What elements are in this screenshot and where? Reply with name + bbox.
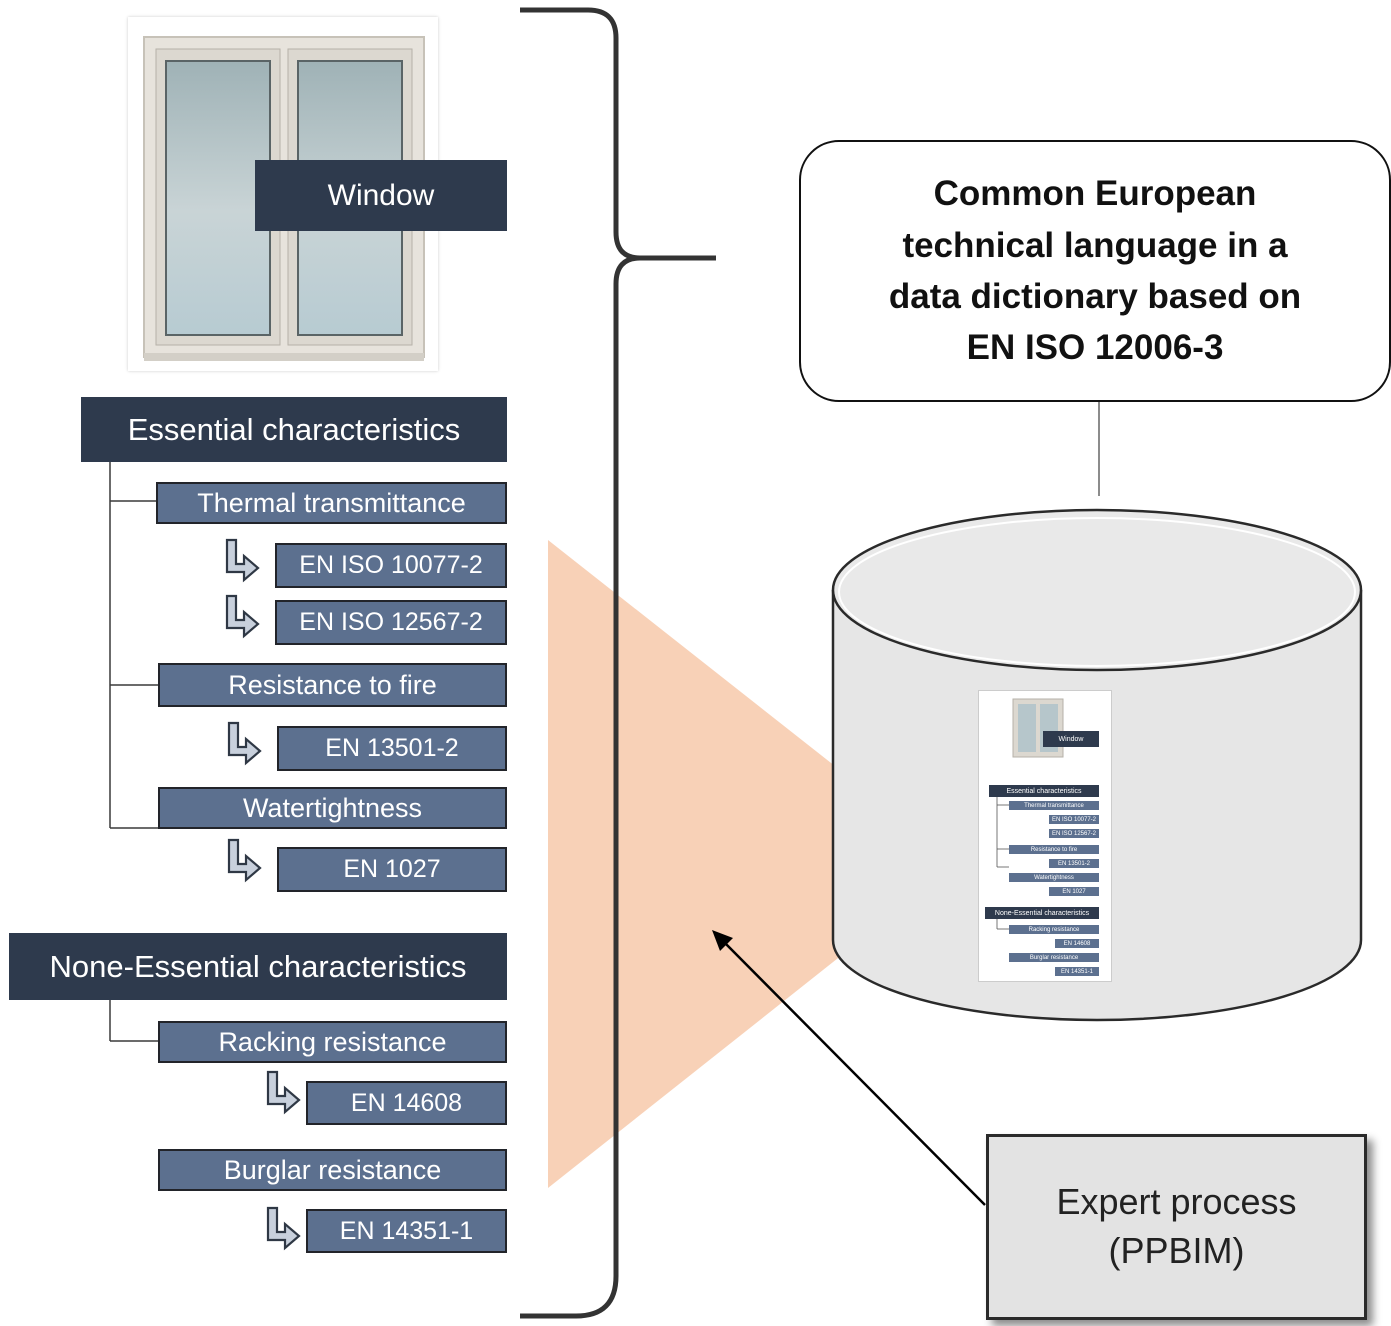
- thumbnail-item: Thermal transmittance: [1009, 801, 1099, 810]
- thumbnail-item: Burglar resistance: [1009, 953, 1099, 962]
- thumbnail-item: EN ISO 12567-2: [1049, 829, 1099, 838]
- standard-box: EN 13501-2: [277, 726, 507, 771]
- thumbnail-item: EN ISO 10077-2: [1049, 815, 1099, 824]
- resistance-to-fire-box: Resistance to fire: [158, 663, 507, 707]
- thumbnail-item: EN 14608: [1055, 939, 1099, 948]
- tree-lines: [109, 462, 158, 1042]
- expert-arrow: [721, 939, 986, 1206]
- standard-box: EN 14351-1: [306, 1209, 507, 1253]
- thumbnail-item: Resistance to fire: [1009, 845, 1099, 854]
- callout-line: data dictionary based on: [888, 277, 1302, 316]
- racking-resistance-box: Racking resistance: [158, 1021, 507, 1063]
- standard-box: EN ISO 10077-2: [275, 543, 507, 588]
- l-arrow-icon: [227, 838, 262, 883]
- window-label: Window: [255, 160, 507, 231]
- data-dictionary-callout: Common European technical language in a …: [799, 140, 1391, 402]
- thumbnail-non-essential-heading: None-Essential characteristics: [985, 907, 1099, 919]
- expert-process-box: Expert process (PPBIM): [986, 1134, 1367, 1320]
- callout-line: Common European: [933, 174, 1257, 214]
- thumbnail-item: Watertightness: [1009, 873, 1099, 882]
- thumbnail-item: EN 1027: [1049, 887, 1099, 896]
- l-arrow-icon: [225, 538, 260, 583]
- essential-characteristics-heading: Essential characteristics: [81, 397, 507, 462]
- non-essential-characteristics-heading: None-Essential characteristics: [9, 933, 507, 1000]
- thermal-transmittance-box: Thermal transmittance: [156, 482, 507, 524]
- standard-box: EN ISO 12567-2: [275, 600, 507, 645]
- burglar-resistance-box: Burglar resistance: [158, 1149, 507, 1191]
- standard-box: EN 14608: [306, 1081, 507, 1125]
- l-arrow-icon: [227, 721, 262, 766]
- dictionary-thumbnail: Window Essential characteristics Thermal…: [978, 690, 1112, 982]
- l-arrow-icon: [266, 1206, 301, 1251]
- thumbnail-item: Racking resistance: [1009, 925, 1099, 934]
- triangle-shape: [548, 540, 958, 1188]
- watertightness-box: Watertightness: [158, 787, 507, 829]
- expert-process-line1: Expert process: [1056, 1181, 1297, 1223]
- thumbnail-window-label: Window: [1043, 731, 1099, 747]
- l-arrow-icon: [225, 594, 260, 639]
- arrowhead-icon: [712, 930, 733, 951]
- standard-box: EN 1027: [277, 847, 507, 892]
- thumbnail-item: EN 13501-2: [1049, 859, 1099, 868]
- curly-brace: [520, 7, 716, 1319]
- thumbnail-item: EN 14351-1: [1055, 967, 1099, 976]
- callout-line: technical language in a: [902, 225, 1288, 265]
- expert-process-line2: (PPBIM): [1108, 1230, 1245, 1271]
- thumbnail-essential-heading: Essential characteristics: [989, 785, 1099, 797]
- l-arrow-icon: [266, 1070, 301, 1115]
- l-arrow-icons: [225, 538, 301, 1251]
- callout-line: EN ISO 12006-3: [966, 328, 1224, 368]
